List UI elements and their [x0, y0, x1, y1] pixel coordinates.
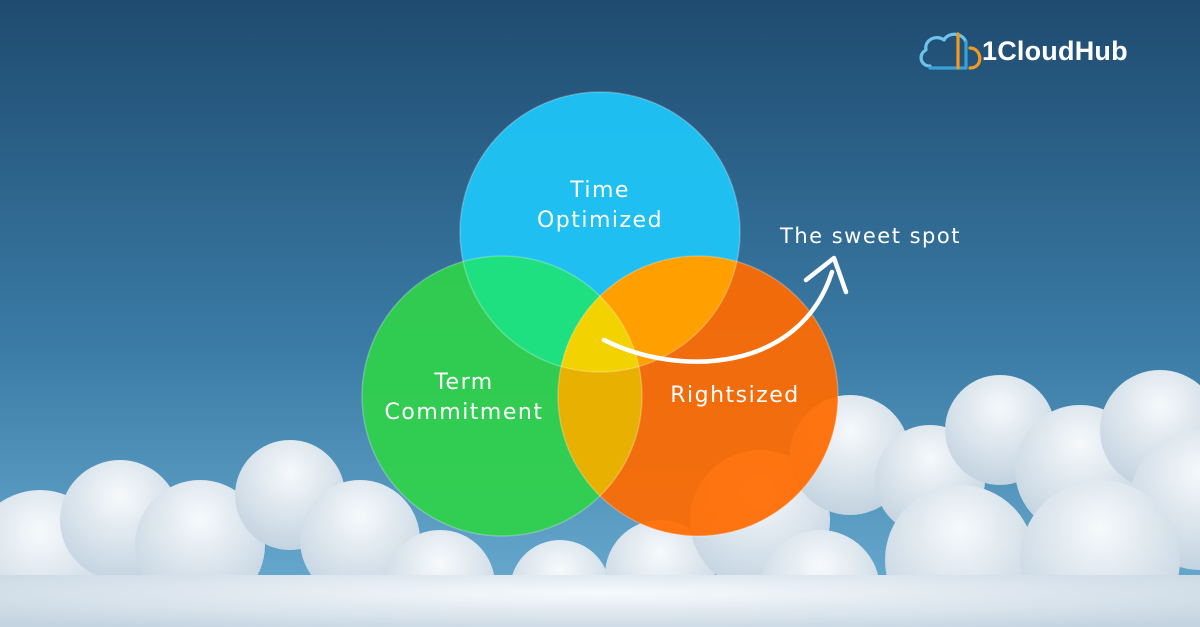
label-rightsized: Rightsized: [670, 383, 800, 408]
cloud-logo-icon: [919, 32, 982, 70]
label-term-commitment: Term Commitment: [384, 370, 544, 425]
overlap-time-right: [558, 256, 740, 372]
label-time-optimized: Time Optimized: [536, 178, 664, 233]
overlap-time-term: [460, 256, 642, 372]
brand-logo[interactable]: 1CloudHub: [918, 26, 1128, 76]
brand-name: 1CloudHub: [982, 35, 1128, 66]
sweet-spot-arrow: [601, 255, 849, 364]
callout-sweet-spot: The sweet spot: [780, 224, 961, 248]
clouds: [0, 370, 1200, 627]
